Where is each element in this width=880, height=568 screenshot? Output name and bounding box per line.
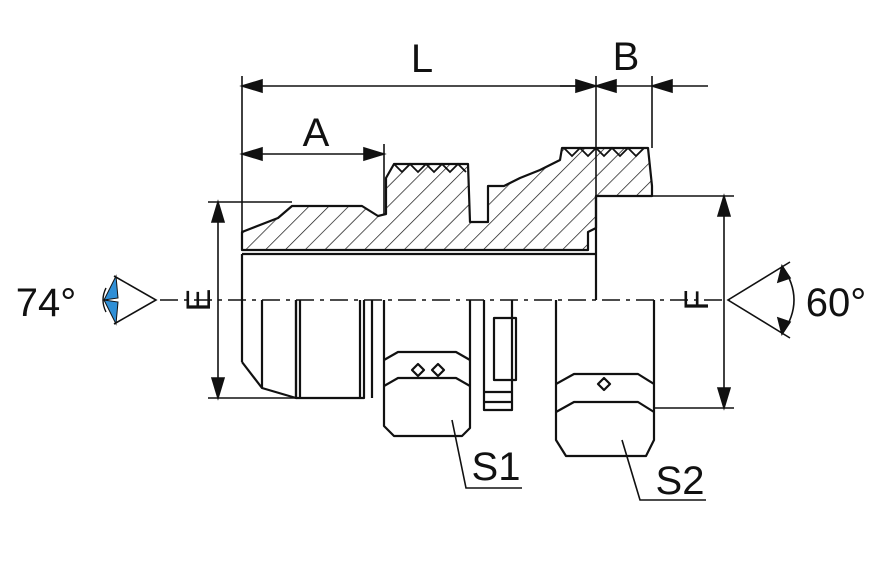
bore-outline [240, 196, 598, 362]
dimension-B-label: B [613, 35, 640, 79]
dimension-F [652, 193, 734, 411]
fitting-section-hatched [240, 146, 654, 252]
dimension-F-label: F [678, 290, 716, 311]
fitting-exterior [241, 300, 656, 458]
dimension-E-label: E [180, 289, 218, 312]
leader-S1 [451, 419, 522, 489]
dimension-A-label: A [303, 111, 330, 155]
dimension-E [208, 199, 296, 401]
angle-60-label: 60° [806, 281, 867, 325]
cone-74-symbol [102, 274, 158, 326]
dimension-B [560, 76, 708, 148]
hex-S2-label: S2 [656, 459, 705, 503]
dimension-A [239, 144, 387, 214]
angle-74-label: 74° [16, 281, 77, 325]
cone-60-symbol [726, 261, 795, 339]
leader-S2 [621, 439, 706, 501]
hex-S1-label: S1 [472, 445, 521, 489]
dimension-L-label: L [411, 37, 433, 81]
